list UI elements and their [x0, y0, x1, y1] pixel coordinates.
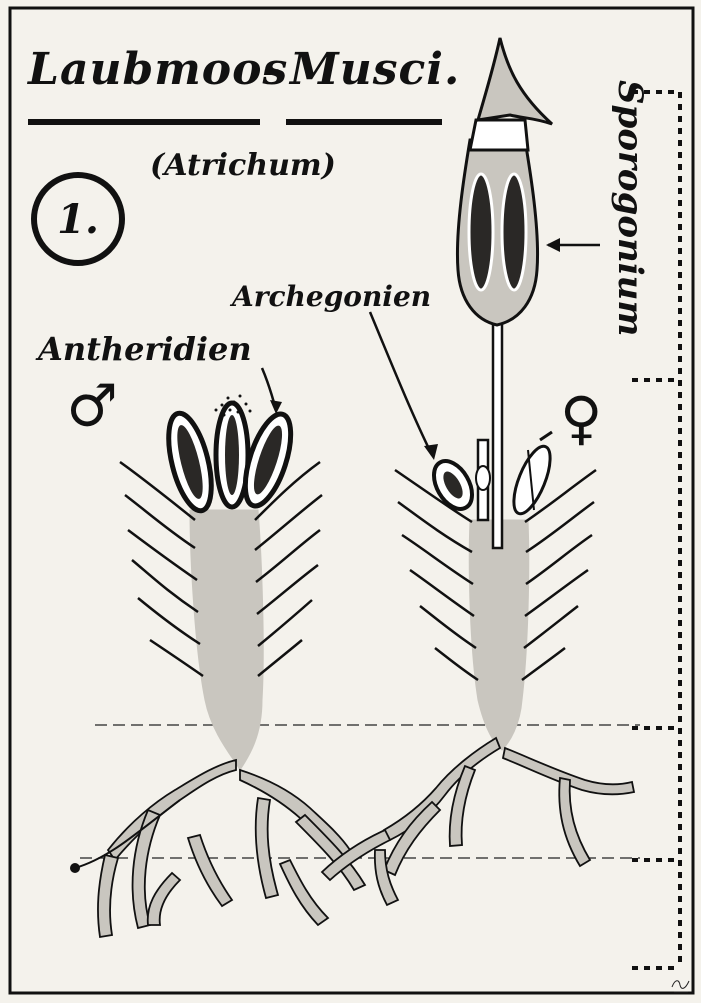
antheridia-label: Antheridien: [38, 330, 252, 368]
title-dash: -: [262, 44, 280, 95]
pointer-arrows: [262, 245, 600, 455]
male-plant: [70, 395, 365, 938]
female-stem: [469, 520, 528, 750]
calyptra: [478, 38, 552, 124]
male-symbol-icon: ♂: [66, 372, 118, 440]
genus-label: (Atrichum): [150, 148, 336, 183]
female-plant: [322, 38, 634, 905]
title-latin: Musci.: [290, 44, 460, 95]
capsule-operculum: [470, 120, 528, 150]
spore-sac-right: [502, 174, 526, 290]
male-rhizoids: [98, 760, 365, 937]
title-main: Laubmoos: [28, 44, 288, 95]
female-rhizoids: [322, 738, 634, 905]
archegonia-label: Archegonien: [232, 280, 431, 313]
sporophyte-seta: [493, 318, 502, 548]
female-symbol-icon: ♀: [560, 384, 602, 452]
gametophyte-bracket: [632, 380, 680, 968]
plate-number: 1.: [34, 175, 122, 263]
male-stem: [190, 510, 263, 770]
archegonia-arrow: [370, 312, 432, 455]
spore-sac-left: [469, 174, 493, 290]
rhizoid-tip-dot: [70, 863, 80, 873]
artist-signature-mark: [670, 975, 692, 998]
sporogonium-label: Sporogonium: [610, 80, 650, 336]
